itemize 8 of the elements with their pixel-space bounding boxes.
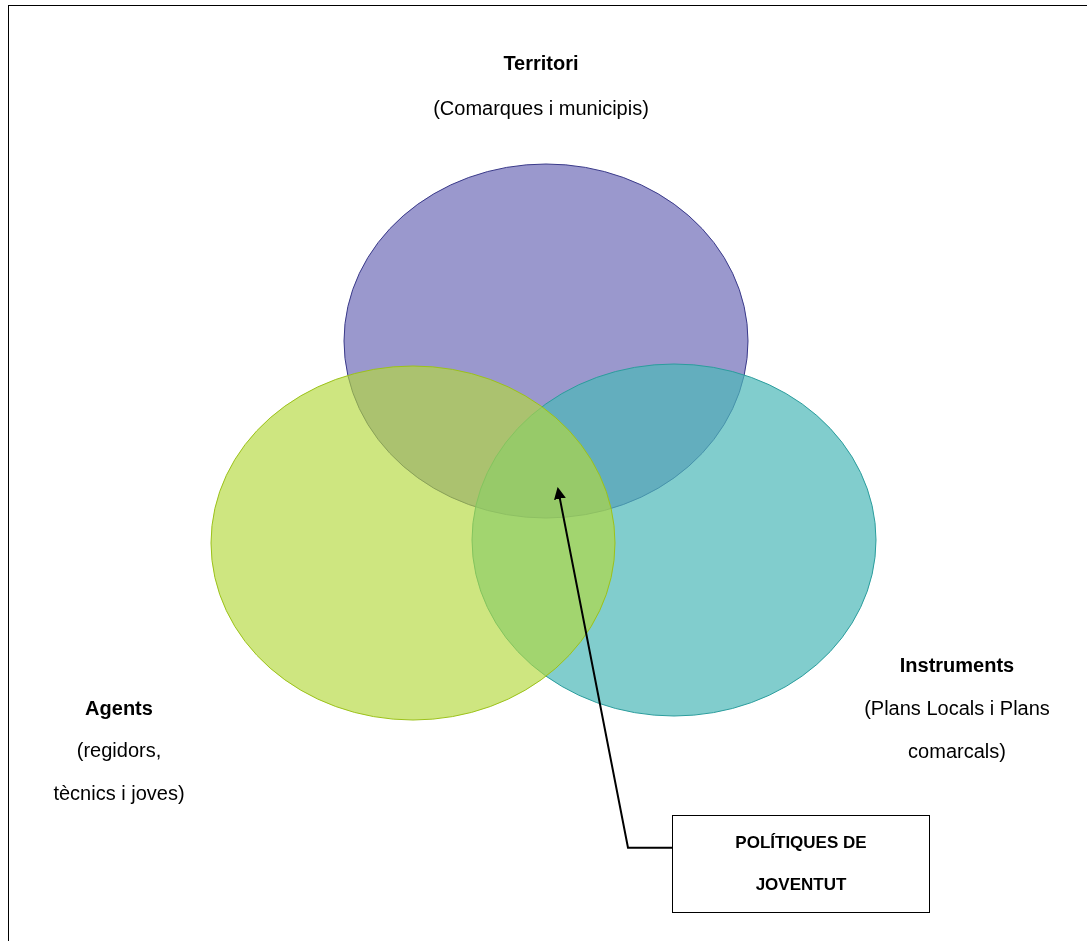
- circle-title: Territori: [502, 51, 580, 76]
- label-box: POLÍTIQUES DE JOVENTUT: [672, 815, 930, 913]
- circle-subtitle: (regidors, tècnics i joves): [52, 738, 186, 806]
- circle-subtitle: (Comarques i municipis): [432, 96, 650, 121]
- leader-arrow: [554, 487, 673, 849]
- circle-title: Agents: [84, 696, 154, 721]
- circle-title: Instruments: [898, 653, 1016, 678]
- circle-subtitle: (Plans Locals i Plans comarcals): [863, 696, 1051, 764]
